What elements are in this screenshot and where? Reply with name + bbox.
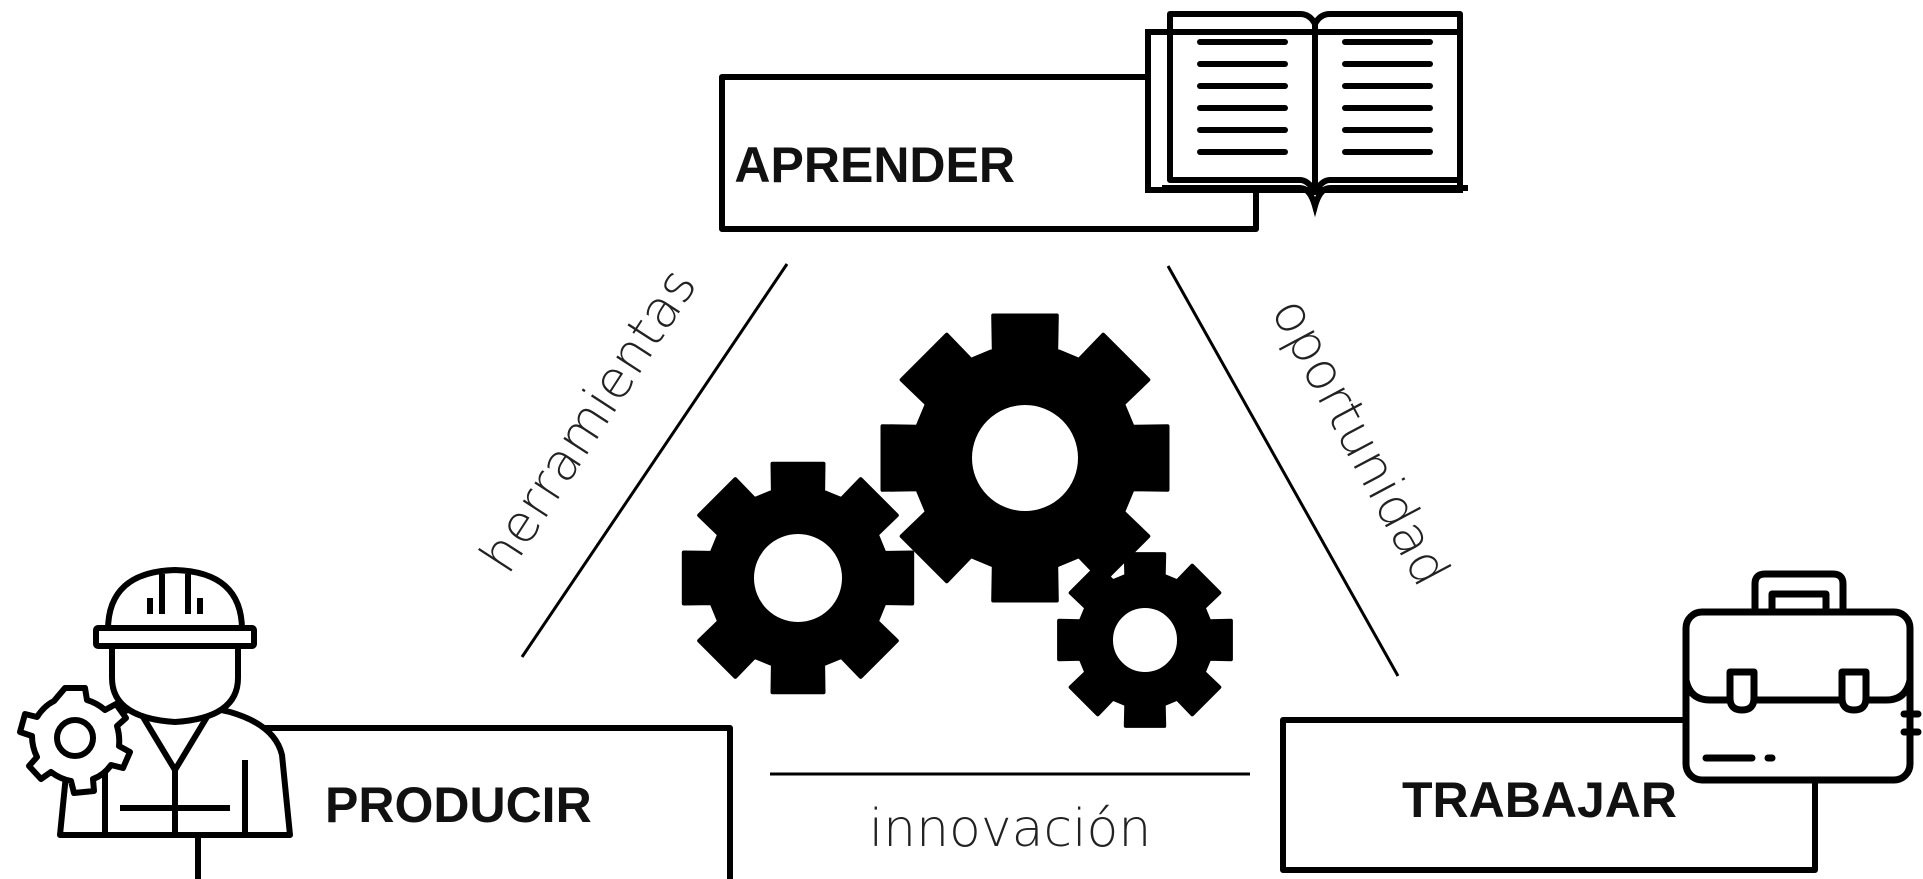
edge-bottom-label: innovación xyxy=(869,799,1152,859)
aprender-label: APRENDER xyxy=(734,137,1015,193)
gear-small xyxy=(1057,552,1233,728)
edge-right-line xyxy=(1166,265,1400,677)
edge-right: oportunidad xyxy=(1166,265,1461,677)
gear-medium-shape xyxy=(681,461,915,695)
open-book-icon xyxy=(1145,11,1468,218)
edge-left-line xyxy=(520,263,789,658)
gear-large xyxy=(880,313,1170,603)
gear-small-shape xyxy=(1057,552,1233,728)
node-producir: PRODUCIR xyxy=(17,567,733,879)
edge-left-label: herramientas xyxy=(469,258,709,583)
gear-medium xyxy=(681,461,915,695)
node-trabajar: TRABAJAR xyxy=(1280,570,1922,873)
trabajar-box xyxy=(1280,717,1818,873)
edge-bottom: innovación xyxy=(770,772,1250,859)
producir-label: PRODUCIR xyxy=(325,777,592,833)
briefcase-icon xyxy=(1682,570,1922,784)
gears-icon xyxy=(681,313,1233,728)
node-aprender: APRENDER xyxy=(719,11,1468,232)
worker-with-gear-icon xyxy=(17,567,293,838)
trabajar-label: TRABAJAR xyxy=(1402,772,1677,828)
edge-right-label: oportunidad xyxy=(1259,288,1461,596)
gear-large-shape xyxy=(880,313,1170,603)
